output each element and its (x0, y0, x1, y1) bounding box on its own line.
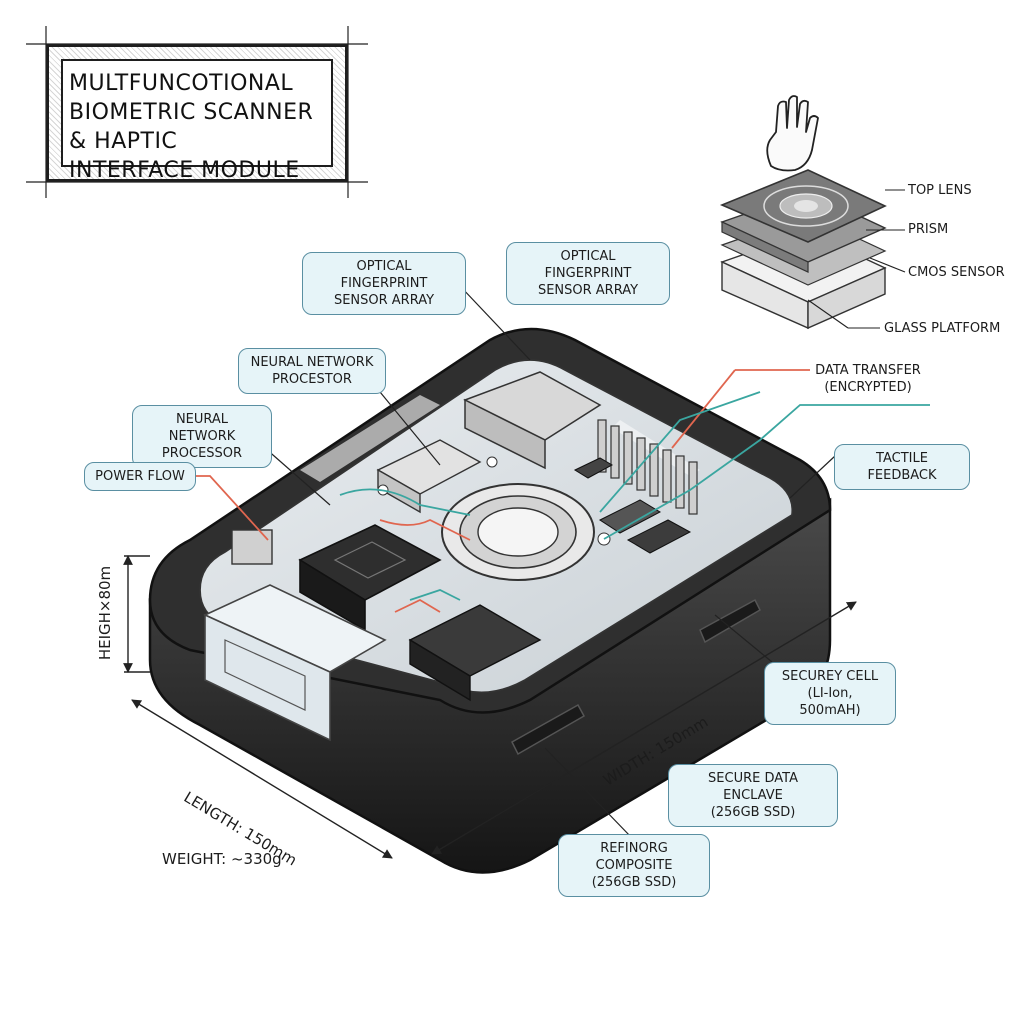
callout-securey-cell: SECUREY CELL (LI-Ion, 500mAH) (764, 662, 896, 725)
sensor-layer-stack (719, 169, 906, 330)
dimension-weight: WEIGHT: ~330g (162, 850, 282, 868)
label-data-transfer: DATA TRANSFER (ENCRYPTED) (815, 363, 921, 395)
title-corner-lines (26, 26, 368, 198)
callout-secure-data-enclave: SECURE DATA ENCLAVE (256GB SSD) (668, 764, 838, 827)
diagram-title: MULTFUNCOTIONAL BIOMETRIC SCANNER & HAPT… (69, 71, 314, 183)
callout-optical-sensor-left: OPTICAL FINGERPRINT SENSOR ARRAY (302, 252, 466, 315)
title-frame: MULTFUNCOTIONAL BIOMETRIC SCANNER & HAPT… (46, 44, 348, 183)
callout-power-flow: POWER FLOW (84, 462, 196, 491)
callout-neural-processor: NEURAL NETWORK PROCESSOR (132, 405, 272, 468)
label-glass-platform: GLASS PLATFORM (884, 321, 1001, 336)
dimension-arrows (123, 555, 857, 859)
callout-optical-sensor-right: OPTICAL FINGERPRINT SENSOR ARRAY (506, 242, 670, 305)
hand-icon (766, 95, 819, 172)
callout-neural-procestor: NEURAL NETWORK PROCESTOR (238, 348, 386, 394)
callout-refinory-composite: REFINORG COMPOSITE (256GB SSD) (558, 834, 710, 897)
signal-lines (190, 369, 930, 613)
title-panel: MULTFUNCOTIONAL BIOMETRIC SCANNER & HAPT… (61, 59, 333, 183)
label-top-lens: TOP LENS (908, 183, 972, 198)
label-cmos-sensor: CMOS SENSOR (908, 265, 1005, 280)
callout-tactile-feedback: TACTILE FEEDBACK (834, 444, 970, 490)
dimension-height: HEIGH×80m (96, 565, 115, 661)
label-prism: PRISM (908, 222, 949, 237)
